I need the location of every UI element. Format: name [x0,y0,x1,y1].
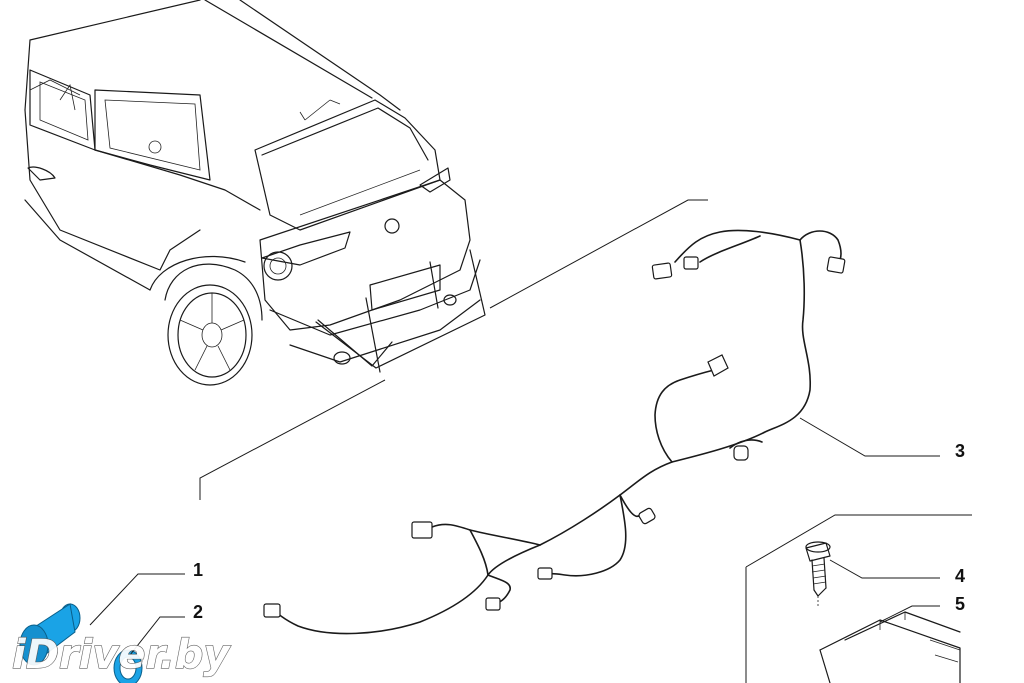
wiring-harness [263,229,846,635]
car-illustration [24,0,486,386]
sensor-ring [113,649,143,683]
callout-1: 1 [193,560,203,580]
callout-2: 2 [193,602,203,622]
watermark: iDriver.by [12,632,231,678]
control-unit [819,611,961,683]
parking-sensor [19,603,81,666]
callout-4: 4 [955,566,965,586]
callout-3: 3 [955,441,965,461]
callout-labels: 1 2 3 4 5 [193,441,965,622]
leader-lines [89,417,940,656]
callout-5: 5 [955,594,965,614]
frame-lines [199,199,972,683]
screw [805,541,831,608]
